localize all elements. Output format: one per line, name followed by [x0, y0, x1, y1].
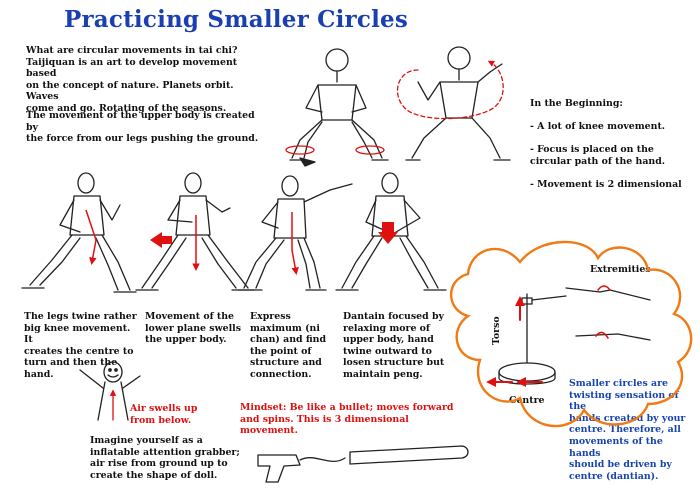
gun-and-bullet — [257, 445, 469, 483]
step-caption-4: Dantain focused by relaxing more of uppe… — [343, 311, 445, 380]
intro-paragraph-2: The movement of the upper body is create… — [26, 110, 259, 145]
extremities-label: Extremities — [590, 264, 651, 275]
beginning-item: - Focus is placed on the circular path o… — [530, 143, 666, 167]
step-caption-2: Movement of the lower plane swells the u… — [145, 311, 242, 346]
figure-step-3 — [237, 175, 353, 291]
beginning-item: - A lot of knee movement. — [530, 120, 666, 132]
figure-step-2 — [135, 172, 255, 291]
cloud-outline — [450, 240, 693, 428]
beginning-block: In the Beginning: - A lot of knee moveme… — [530, 86, 695, 202]
figure-step-1 — [21, 172, 137, 293]
figure-horse-stance — [285, 48, 389, 167]
intro-paragraph-1: What are circular movements in tai chi? … — [26, 45, 238, 114]
doll-caption: Air swells up from below. — [130, 403, 198, 426]
page-title: Practicing Smaller Circles — [63, 6, 408, 33]
beginning-item: - Movement is 2 dimensional — [530, 178, 682, 190]
torso-diagram — [486, 285, 651, 387]
mindset-text: Mindset: Be like a bullet; moves forward… — [240, 402, 454, 437]
inflatable-doll-figure — [79, 361, 141, 421]
step-caption-3: Express maximum (ni chan) and find the p… — [250, 311, 327, 380]
figure-hand-circle — [396, 46, 511, 161]
figure-step-4 — [335, 172, 447, 291]
centre-label: Centre — [509, 395, 545, 406]
motion-arrows — [85, 209, 398, 275]
beginning-heading: In the Beginning: — [530, 97, 623, 109]
doll-description: Imagine yourself as a inflatable attenti… — [90, 435, 240, 481]
